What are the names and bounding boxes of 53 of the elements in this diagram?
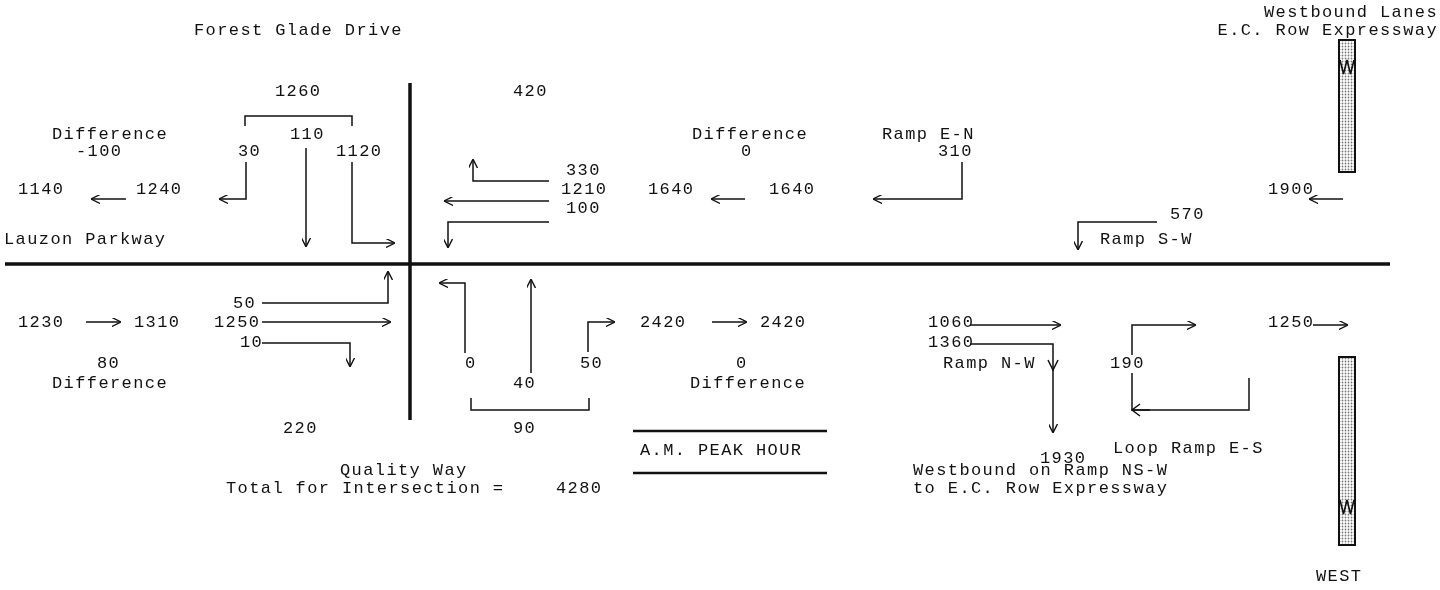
street-name: Westbound Lanes — [1263, 4, 1438, 22]
street-name: Lauzon Parkway — [4, 231, 167, 249]
traffic-volume: 570 — [1170, 206, 1205, 224]
total-value: 4280 — [556, 480, 603, 498]
traffic-volume: 330 — [566, 162, 601, 180]
traffic-volume: 1900 — [1268, 181, 1315, 199]
street-name: E.C. Row Expressway — [1217, 22, 1438, 40]
approach-total: 220 — [283, 420, 318, 438]
traffic-volume: 1360 — [928, 334, 975, 352]
traffic-volume: 2420 — [640, 314, 687, 332]
traffic-volume: 110 — [290, 126, 325, 144]
traffic-volume: 50 — [233, 295, 257, 313]
total-label: Total for Intersection = — [226, 480, 505, 498]
traffic-volume: 1230 — [18, 314, 65, 332]
traffic-volume: 1250 — [1268, 314, 1315, 332]
traffic-volume: 1640 — [648, 181, 695, 199]
traffic-volume: 1120 — [336, 143, 383, 161]
traffic-volume: 1210 — [561, 181, 608, 199]
ramp-name: Ramp E-N — [882, 126, 975, 144]
traffic-volume: 1140 — [18, 181, 65, 199]
difference-value: 0 — [736, 355, 748, 373]
street-name: Quality Way — [340, 462, 468, 480]
difference-value: -100 — [76, 143, 123, 161]
traffic-volume: 10 — [240, 334, 264, 352]
direction-label: WEST — [1316, 568, 1363, 586]
traffic-volume: 2420 — [760, 314, 807, 332]
traffic-volume: 1240 — [136, 181, 183, 199]
difference-value: 80 — [97, 355, 121, 373]
difference-label: Difference — [52, 375, 169, 393]
traffic-volume: 30 — [238, 143, 262, 161]
approach-total: 90 — [513, 420, 537, 438]
traffic-volume: 1310 — [134, 314, 181, 332]
ramp-name: Ramp N-W — [943, 355, 1036, 373]
traffic-volume: 0 — [465, 355, 477, 373]
ramp-name: Ramp S-W — [1100, 231, 1193, 249]
traffic-volume: 40 — [513, 375, 537, 393]
traffic-volume: 190 — [1110, 355, 1145, 373]
traffic-volume: 50 — [580, 355, 604, 373]
traffic-volume: 1640 — [769, 181, 816, 199]
traffic-volume: 1250 — [214, 314, 261, 332]
peak-hour-title: A.M. PEAK HOUR — [640, 442, 803, 460]
ramp-name: Loop Ramp E-S — [1113, 440, 1264, 458]
approach-total: 420 — [513, 83, 548, 101]
traffic-volume: 100 — [566, 200, 601, 218]
note-text: to E.C. Row Expressway — [913, 480, 1169, 498]
traffic-volume: 1060 — [928, 314, 975, 332]
approach-total: 1260 — [275, 83, 322, 101]
difference-value: 0 — [741, 143, 753, 161]
traffic-volume: 310 — [938, 143, 973, 161]
difference-label: Difference — [52, 126, 169, 144]
street-name: Forest Glade Drive — [194, 22, 403, 40]
difference-label: Difference — [690, 375, 807, 393]
difference-label: Difference — [692, 126, 809, 144]
